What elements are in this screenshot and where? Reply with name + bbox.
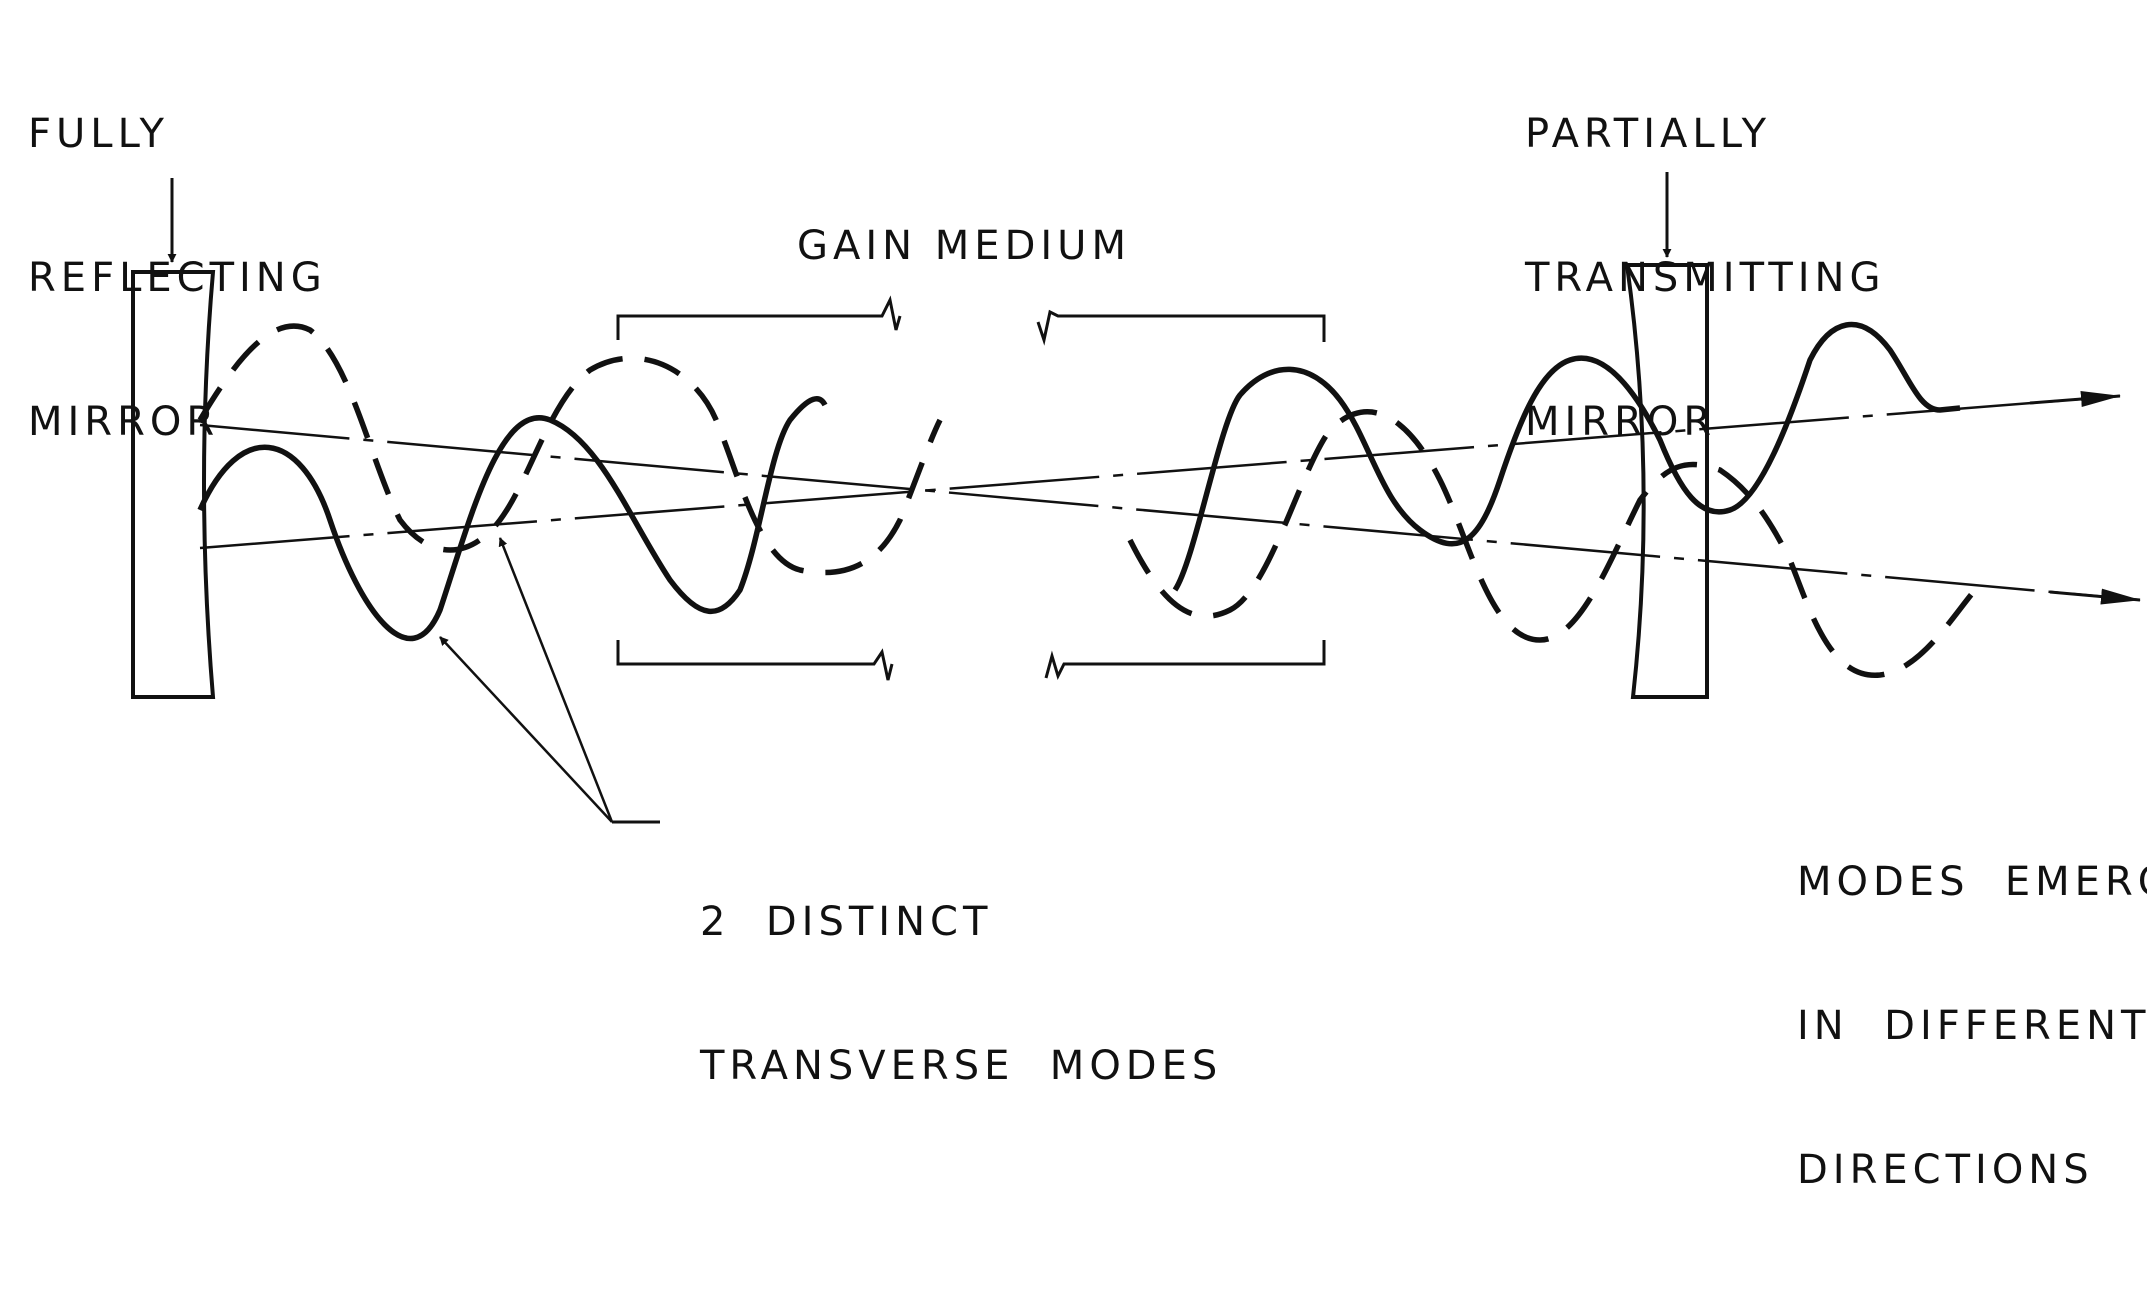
left-mirror [131, 270, 216, 699]
transverse-modes-line-2: TRANSVERSE MODES [700, 1043, 1223, 1089]
output-arrow-upper [2029, 391, 2121, 408]
gain-medium-label: GAIN MEDIUM [797, 223, 1131, 269]
mode-2-wave-left [197, 323, 943, 576]
partially-transmitting-mirror-line-1: PARTIALLY [1525, 111, 1772, 157]
transverse-modes-line-1: 2 DISTINCT [700, 899, 993, 945]
modes-emerge-line-2: IN DIFFERENT [1797, 1003, 2147, 1049]
gain-medium-bottom-left-bracket [616, 640, 894, 681]
modes-pointer-line-2 [498, 537, 614, 823]
output-arrow-lower [2049, 588, 2141, 605]
mode-1-wave-right [1172, 321, 1961, 592]
fully-reflecting-mirror-label: FULLY REFLECTING MIRROR [28, 14, 327, 542]
beam-axis-2 [199, 394, 2121, 550]
transverse-modes-label: 2 DISTINCT TRANSVERSE MODES [700, 802, 1222, 1186]
gain-medium-top-left-bracket [616, 295, 902, 340]
partially-transmitting-mirror-line-2: TRANSMITTING [1525, 255, 1886, 301]
right-mirror [1624, 263, 1709, 699]
mode-1-wave-left [197, 396, 828, 642]
partially-transmitting-mirror-label: PARTIALLY TRANSMITTING MIRROR [1525, 14, 1885, 542]
gain-medium-bottom-right-bracket [1044, 640, 1326, 681]
fully-reflecting-mirror-line-1: FULLY [28, 111, 169, 157]
cavity-drawing [131, 172, 2141, 824]
modes-emerge-line-3: DIRECTIONS [1797, 1147, 2094, 1193]
modes-emerge-line-1: MODES EMERG [1797, 859, 2147, 905]
mode-2-wave-right [1127, 409, 1991, 678]
fully-reflecting-mirror-line-2: REFLECTING [28, 255, 327, 301]
partially-transmitting-mirror-line-3: MIRROR [1525, 399, 1717, 445]
laser-cavity-diagram: FULLY REFLECTING MIRROR PARTIALLY TRANSM… [28, 14, 2147, 1193]
fully-reflecting-mirror-line-3: MIRROR [28, 399, 220, 445]
gain-medium-top-right-bracket [1036, 309, 1326, 346]
beam-axis-1 [199, 423, 2141, 602]
modes-pointer-line-1 [439, 636, 613, 823]
modes-emerge-label: MODES EMERG IN DIFFERENT DIRECTIONS [1797, 762, 2147, 1290]
